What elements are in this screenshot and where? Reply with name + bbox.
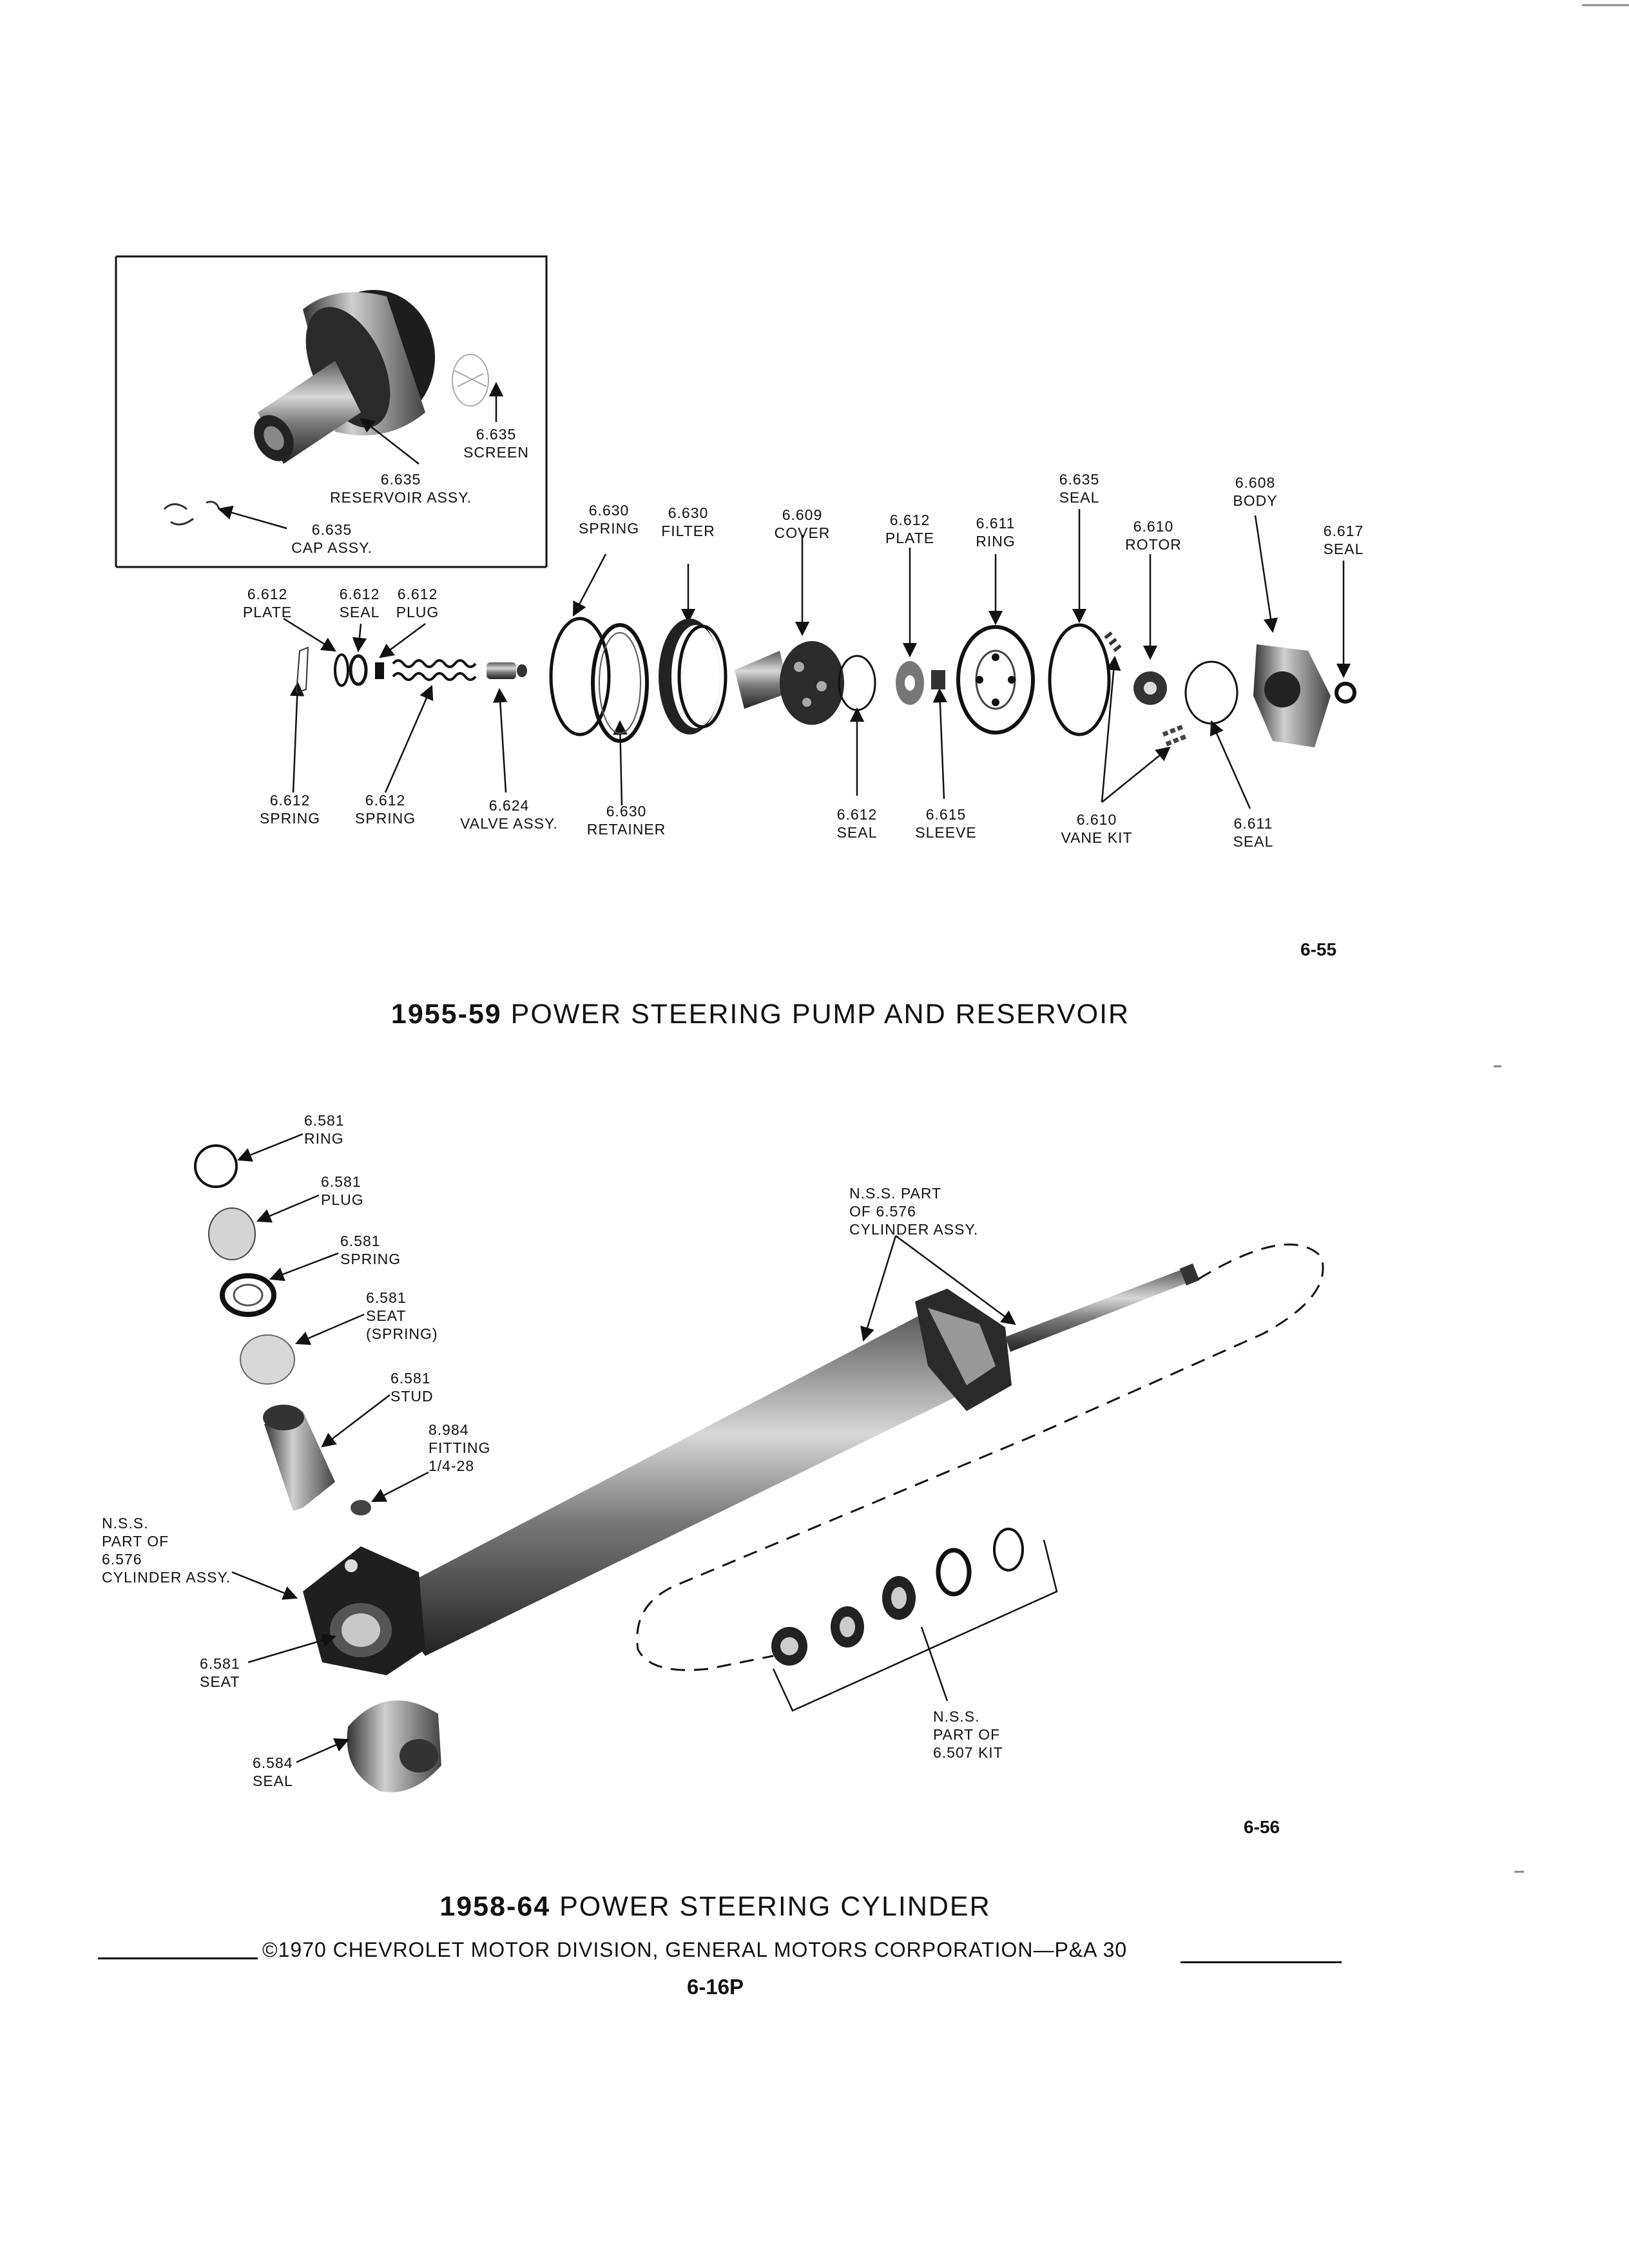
reservoir-assy-drawing: [254, 290, 435, 464]
footer-rule-right: [1181, 1961, 1342, 1963]
title-text-top: POWER STEERING PUMP AND RESERVOIR: [510, 999, 1130, 1030]
title-years-top: 1955-59: [390, 999, 502, 1030]
pump-parts-drawing: [295, 617, 1356, 747]
screen-drawing: [452, 354, 489, 407]
diagram-title-bottom: 1958-64 POWER STEERING CYLINDER: [439, 1891, 990, 1923]
copyright-text: ©1970 CHEVROLET MOTOR DIVISION, GENERAL …: [262, 1938, 1128, 1961]
cylinder-small-parts: [194, 1144, 441, 1792]
title-years-bottom: 1958-64: [439, 1891, 551, 1922]
footer-rule-left: [98, 1957, 258, 1959]
top-leader-lines: [217, 381, 1351, 809]
dashed-path: [636, 1244, 1324, 1671]
cylinder-drawing: [303, 1263, 1200, 1675]
bottom-leader-lines: [231, 1133, 1016, 1763]
diagram-title-top: 1955-59 POWER STEERING PUMP AND RESERVOI…: [391, 999, 1130, 1030]
page-edge-marks: [1494, 4, 1629, 1873]
cap-assy-drawing: [163, 501, 220, 526]
figure-number-top: 6-55: [1300, 939, 1337, 959]
page-number: 6-16P: [686, 1975, 744, 1999]
seal-kit-drawing: [771, 1528, 1058, 1712]
copyright-footer: ©1970 CHEVROLET MOTOR DIVISION, GENERAL …: [98, 1938, 1342, 1968]
figure-number-bottom: 6-56: [1244, 1817, 1280, 1837]
title-text-bottom: POWER STEERING CYLINDER: [559, 1891, 991, 1922]
reservoir-inset-box: [115, 255, 548, 568]
